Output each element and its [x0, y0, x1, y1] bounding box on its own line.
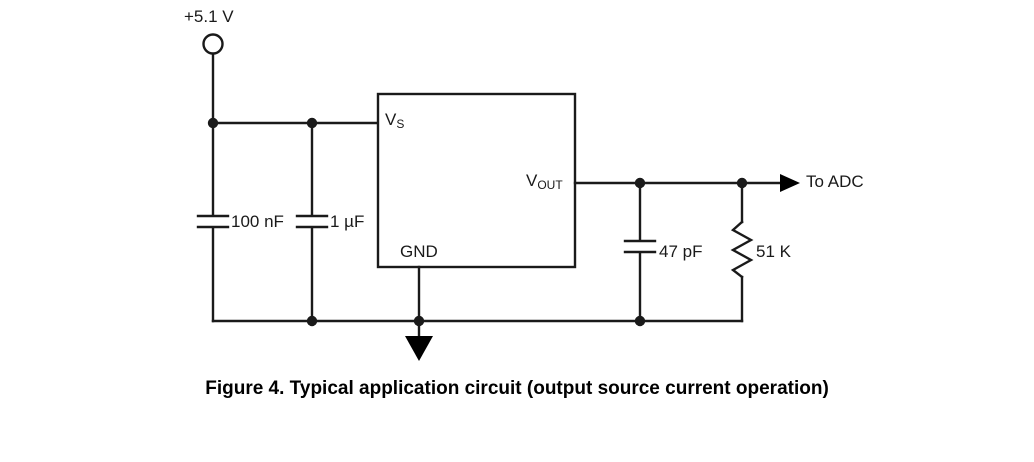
junction-dot-47pf-bottom [634, 315, 646, 327]
ic-pin-vout-label: VOUT [526, 171, 563, 192]
supply-terminal-icon [202, 33, 224, 55]
capacitor-1uf-label: 1 µF [330, 212, 365, 231]
resistor-51k-label: 51 K [756, 242, 791, 261]
junction-dot-1uf-bottom [306, 315, 318, 327]
ic-pin-vs-subscript: S [396, 117, 405, 131]
ic-pin-vout-prefix: V [526, 171, 538, 190]
capacitor-100nf-label: 100 nF [231, 212, 284, 231]
ic-pin-vs-prefix: V [385, 110, 397, 129]
supply-voltage-label: +5.1 V [184, 7, 234, 26]
capacitor-47pf-label: 47 pF [659, 242, 703, 261]
ic-block-outline [376, 92, 577, 269]
ic-pin-vout-subscript: OUT [537, 178, 563, 192]
junction-dot-gnd [413, 315, 425, 327]
junction-dot-1uf-top [306, 117, 318, 129]
ic-pin-gnd-label: GND [400, 242, 438, 261]
resistor-51k-zigzag [730, 220, 754, 279]
ground-arrow-icon [405, 336, 433, 361]
junction-dot-51k-top [736, 177, 748, 189]
output-destination-label: To ADC [806, 172, 864, 191]
junction-dot-47pf-top [634, 177, 646, 189]
output-arrowhead-icon [780, 174, 800, 192]
ic-pin-vs-label: VS [385, 110, 405, 131]
figure-caption: Figure 4. Typical application circuit (o… [205, 378, 829, 399]
junction-dot-supply [207, 117, 219, 129]
